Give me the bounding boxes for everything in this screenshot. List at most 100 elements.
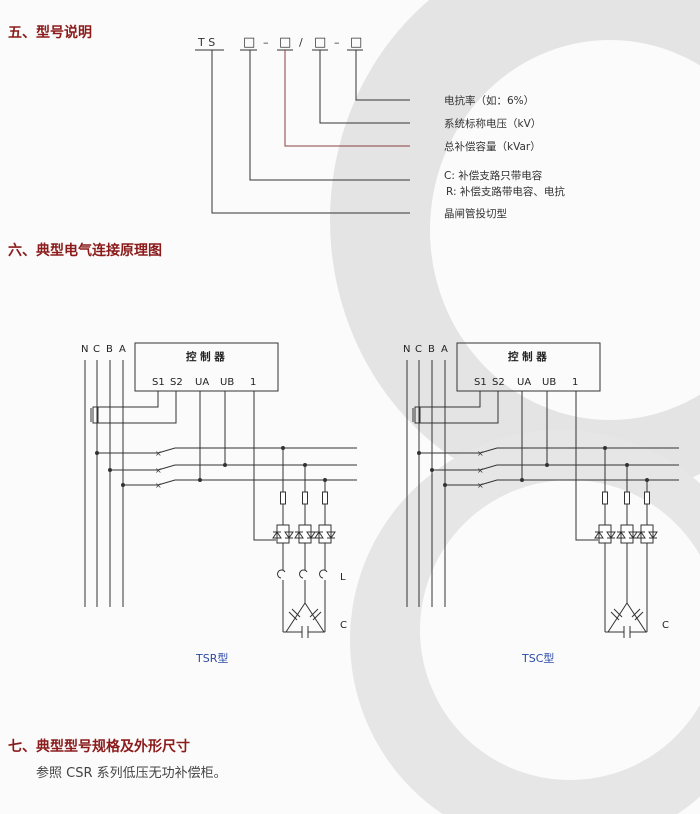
model-leader-lines — [195, 49, 410, 214]
desc-type-c: C: 补偿支路只带电容 — [444, 169, 543, 182]
terminal-label: UA — [517, 377, 531, 388]
thyristor-symbol — [272, 531, 294, 539]
switch-mark: × — [477, 466, 484, 475]
thyristor-symbol — [294, 531, 316, 539]
inductor — [277, 569, 286, 600]
fuse — [624, 491, 630, 505]
section5-title: 五、型号说明 — [8, 25, 92, 41]
junction-dot — [443, 483, 447, 487]
switch-mark: × — [477, 481, 484, 490]
junction-dot — [430, 468, 434, 472]
bus-line — [97, 447, 357, 454]
terminal-label: S1 — [474, 377, 487, 388]
capacitor-label: C — [662, 620, 669, 631]
terminal-label: 1 — [572, 377, 578, 388]
tsc-caption: TSC型 — [522, 652, 555, 665]
background-swirl — [430, 40, 700, 420]
model-descriptions: 电抗率（如：6%） 系统标称电压（kV） 总补偿容量（kVar） C: 补偿支路… — [444, 94, 565, 220]
switch-mark: × — [155, 466, 162, 475]
phase-label: N — [403, 344, 410, 355]
terminal-label: S2 — [170, 377, 183, 388]
ct-wiring — [419, 391, 499, 424]
inductor-label: L — [340, 572, 346, 583]
terminal-label: S2 — [492, 377, 505, 388]
phase-label: A — [441, 344, 448, 355]
model-box: □ — [243, 35, 255, 50]
phase-label: B — [106, 344, 113, 355]
terminal-label: UB — [220, 377, 234, 388]
switch-mark: × — [155, 449, 162, 458]
voltage-sense-line — [521, 391, 548, 480]
model-box: □ — [314, 35, 326, 50]
bus-line — [419, 447, 679, 454]
controller-title: 控 制 器 — [508, 350, 547, 363]
fuse — [644, 491, 650, 505]
fuse — [602, 491, 608, 505]
model-slash: / — [299, 36, 303, 49]
bus-line — [432, 464, 679, 471]
thyristor-symbol — [616, 531, 638, 539]
capacitor — [610, 608, 644, 638]
junction-dot — [108, 468, 112, 472]
inductor — [319, 569, 328, 600]
section7-text: 参照 CSR 系列低压无功补偿柜。 — [36, 766, 227, 781]
phase-label: N — [81, 344, 88, 355]
terminal-label: UA — [195, 377, 209, 388]
control-line — [253, 391, 276, 541]
junction-dot — [520, 478, 524, 482]
junction-dot — [95, 451, 99, 455]
controller-box — [134, 342, 279, 392]
section7-title: 七、典型型号规格及外形尺寸 — [8, 739, 190, 755]
phase-label: C — [93, 344, 100, 355]
junction-dot — [417, 451, 421, 455]
phase-label: A — [119, 344, 126, 355]
junction-dot — [545, 463, 549, 467]
model-box: □ — [279, 35, 291, 50]
desc-voltage: 系统标称电压（kV） — [444, 117, 541, 130]
bus-line — [445, 479, 679, 486]
desc-thyristor: 晶闸管投切型 — [444, 207, 507, 220]
capacitor-label: C — [340, 620, 347, 631]
capacitor-delta — [282, 600, 326, 633]
fuse — [322, 491, 328, 505]
current-transformer — [92, 406, 99, 424]
thyristor-symbol — [636, 531, 658, 539]
bus-line — [123, 479, 357, 486]
model-dash: – — [334, 36, 340, 49]
model-box: □ — [350, 35, 362, 50]
switch-mark: × — [155, 481, 162, 490]
inductor — [299, 569, 308, 600]
junction-dot — [121, 483, 125, 487]
model-prefix: T S — [197, 36, 215, 49]
phase-label: C — [415, 344, 422, 355]
voltage-sense-line — [199, 391, 226, 480]
model-dash: – — [263, 36, 269, 49]
controller-box — [456, 342, 601, 392]
ct-wiring — [97, 391, 177, 424]
terminal-label: UB — [542, 377, 556, 388]
capacitor-delta — [604, 600, 648, 633]
control-line — [575, 391, 598, 541]
current-transformer — [414, 406, 421, 424]
junction-dot — [198, 478, 202, 482]
terminal-label: S1 — [152, 377, 165, 388]
desc-capacity: 总补偿容量（kVar） — [444, 140, 541, 153]
desc-type-r: R: 补偿支路带电容、电抗 — [446, 185, 565, 198]
fuse — [302, 491, 308, 505]
controller-title: 控 制 器 — [186, 350, 225, 363]
model-code: T S □ – □ / □ – □ — [197, 35, 362, 50]
fuse — [280, 491, 286, 505]
junction-dot — [223, 463, 227, 467]
tsr-caption: TSR型 — [196, 652, 229, 665]
capacitor — [288, 608, 322, 638]
section6-title: 六、典型电气连接原理图 — [8, 243, 162, 259]
phase-label: B — [428, 344, 435, 355]
terminal-label: 1 — [250, 377, 256, 388]
switch-mark: × — [477, 449, 484, 458]
thyristor-symbol — [594, 531, 616, 539]
desc-reactance-rate: 电抗率（如：6%） — [444, 94, 534, 107]
